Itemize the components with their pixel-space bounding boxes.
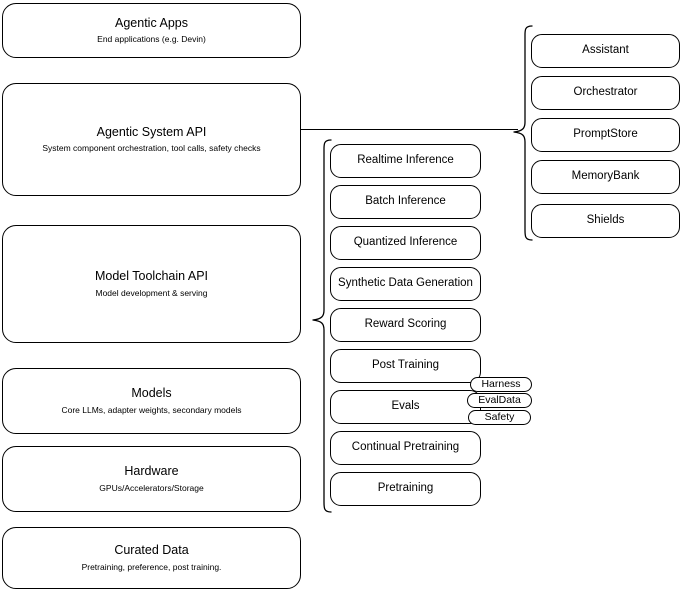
component-label: Realtime Inference <box>357 154 454 167</box>
stack-layer-model-toolchain-api[interactable]: Model Toolchain API Model development & … <box>2 225 301 343</box>
toolchain-component-post-training[interactable]: Post Training <box>330 349 481 383</box>
system-component-orchestrator[interactable]: Orchestrator <box>531 76 680 110</box>
eval-subcomponent-harness[interactable]: Harness <box>470 377 532 392</box>
toolchain-component-continual-pretraining[interactable]: Continual Pretraining <box>330 431 481 465</box>
layer-subtitle: System component orchestration, tool cal… <box>42 143 261 154</box>
component-label: Reward Scoring <box>364 318 447 331</box>
component-label: Evals <box>391 400 420 413</box>
layer-subtitle: Model development & serving <box>95 287 208 298</box>
layer-title: Hardware <box>124 464 179 479</box>
stack-layer-agentic-apps[interactable]: Agentic Apps End applications (e.g. Devi… <box>2 3 301 58</box>
stack-layer-agentic-system-api[interactable]: Agentic System API System component orch… <box>2 83 301 196</box>
stack-layer-hardware[interactable]: Hardware GPUs/Accelerators/Storage <box>2 446 301 512</box>
eval-subcomponent-evaldata[interactable]: EvalData <box>467 393 532 408</box>
component-label: Pretraining <box>377 482 434 495</box>
pill-label: Safety <box>484 411 515 424</box>
component-label: Batch Inference <box>365 195 446 208</box>
component-label: Quantized Inference <box>353 236 458 249</box>
component-label: Shields <box>586 214 625 227</box>
component-label: Assistant <box>582 44 629 57</box>
toolchain-component-evals[interactable]: Evals <box>330 390 481 424</box>
component-label: Synthetic Data Generation <box>338 277 473 290</box>
system-component-assistant[interactable]: Assistant <box>531 34 680 68</box>
toolchain-component-synthetic-data-generation[interactable]: Synthetic Data Generation <box>330 267 481 301</box>
toolchain-component-batch-inference[interactable]: Batch Inference <box>330 185 481 219</box>
layer-title: Model Toolchain API <box>94 269 209 284</box>
component-label: PromptStore <box>573 128 638 141</box>
layer-subtitle: Pretraining, preference, post training. <box>81 561 222 572</box>
stack-layer-models[interactable]: Models Core LLMs, adapter weights, secon… <box>2 368 301 434</box>
system-component-shields[interactable]: Shields <box>531 204 680 238</box>
eval-subcomponent-safety[interactable]: Safety <box>468 410 531 425</box>
system-component-promptstore[interactable]: PromptStore <box>531 118 680 152</box>
toolchain-component-pretraining[interactable]: Pretraining <box>330 472 481 506</box>
connector-system-api-to-components <box>301 129 518 130</box>
component-label: MemoryBank <box>571 170 640 183</box>
layer-title: Agentic System API <box>96 124 207 139</box>
stack-layer-curated-data[interactable]: Curated Data Pretraining, preference, po… <box>2 527 301 589</box>
component-label: Post Training <box>371 359 440 372</box>
pill-label: Harness <box>481 378 521 391</box>
toolchain-component-reward-scoring[interactable]: Reward Scoring <box>330 308 481 342</box>
layer-subtitle: End applications (e.g. Devin) <box>97 34 206 45</box>
layer-title: Models <box>131 386 172 401</box>
component-label: Continual Pretraining <box>351 441 460 454</box>
system-component-memorybank[interactable]: MemoryBank <box>531 160 680 194</box>
toolchain-component-quantized-inference[interactable]: Quantized Inference <box>330 226 481 260</box>
component-label: Orchestrator <box>573 86 638 99</box>
layer-subtitle: Core LLMs, adapter weights, secondary mo… <box>61 404 242 415</box>
pill-label: EvalData <box>478 394 521 407</box>
toolchain-component-realtime-inference[interactable]: Realtime Inference <box>330 144 481 178</box>
layer-title: Curated Data <box>114 543 189 558</box>
layer-subtitle: GPUs/Accelerators/Storage <box>99 482 204 493</box>
layer-title: Agentic Apps <box>115 15 188 30</box>
